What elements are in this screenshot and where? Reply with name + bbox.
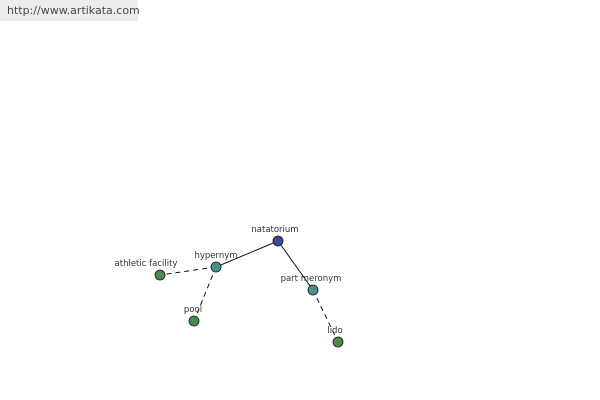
node-natatorium[interactable]: natatorium bbox=[251, 225, 299, 247]
node-part-meronym-label: part meronym bbox=[281, 274, 342, 284]
edge-natatorium-hypernym bbox=[215, 240, 279, 268]
edge-hypernym-athletic-facility bbox=[159, 266, 217, 276]
watermark-url[interactable]: http://www.artikata.com bbox=[0, 0, 140, 21]
node-hypernym-dot[interactable] bbox=[210, 261, 222, 273]
node-athletic-facility[interactable]: athletic facility bbox=[115, 259, 178, 281]
node-part-meronym-dot[interactable] bbox=[307, 284, 319, 296]
node-lido[interactable]: lido bbox=[327, 326, 344, 348]
node-hypernym[interactable]: hypernym bbox=[194, 251, 238, 273]
nodes-layer: natatorium hypernym part meronym athleti… bbox=[115, 225, 344, 348]
node-lido-label: lido bbox=[327, 326, 342, 336]
edge-part-meronym-lido bbox=[312, 289, 339, 343]
edge-hypernym-pool bbox=[193, 266, 217, 322]
edge-natatorium-part-meronym bbox=[277, 240, 314, 291]
node-pool-label: pool bbox=[184, 305, 202, 315]
node-athletic-facility-dot[interactable] bbox=[154, 269, 166, 281]
node-natatorium-label: natatorium bbox=[251, 225, 298, 235]
node-hypernym-label: hypernym bbox=[194, 251, 237, 261]
node-athletic-facility-label: athletic facility bbox=[115, 259, 178, 269]
node-pool-dot[interactable] bbox=[188, 315, 200, 327]
edges-layer bbox=[159, 240, 339, 343]
node-natatorium-dot[interactable] bbox=[272, 235, 284, 247]
node-part-meronym[interactable]: part meronym bbox=[281, 274, 342, 296]
node-lido-dot[interactable] bbox=[332, 336, 344, 348]
node-pool[interactable]: pool bbox=[184, 305, 202, 327]
